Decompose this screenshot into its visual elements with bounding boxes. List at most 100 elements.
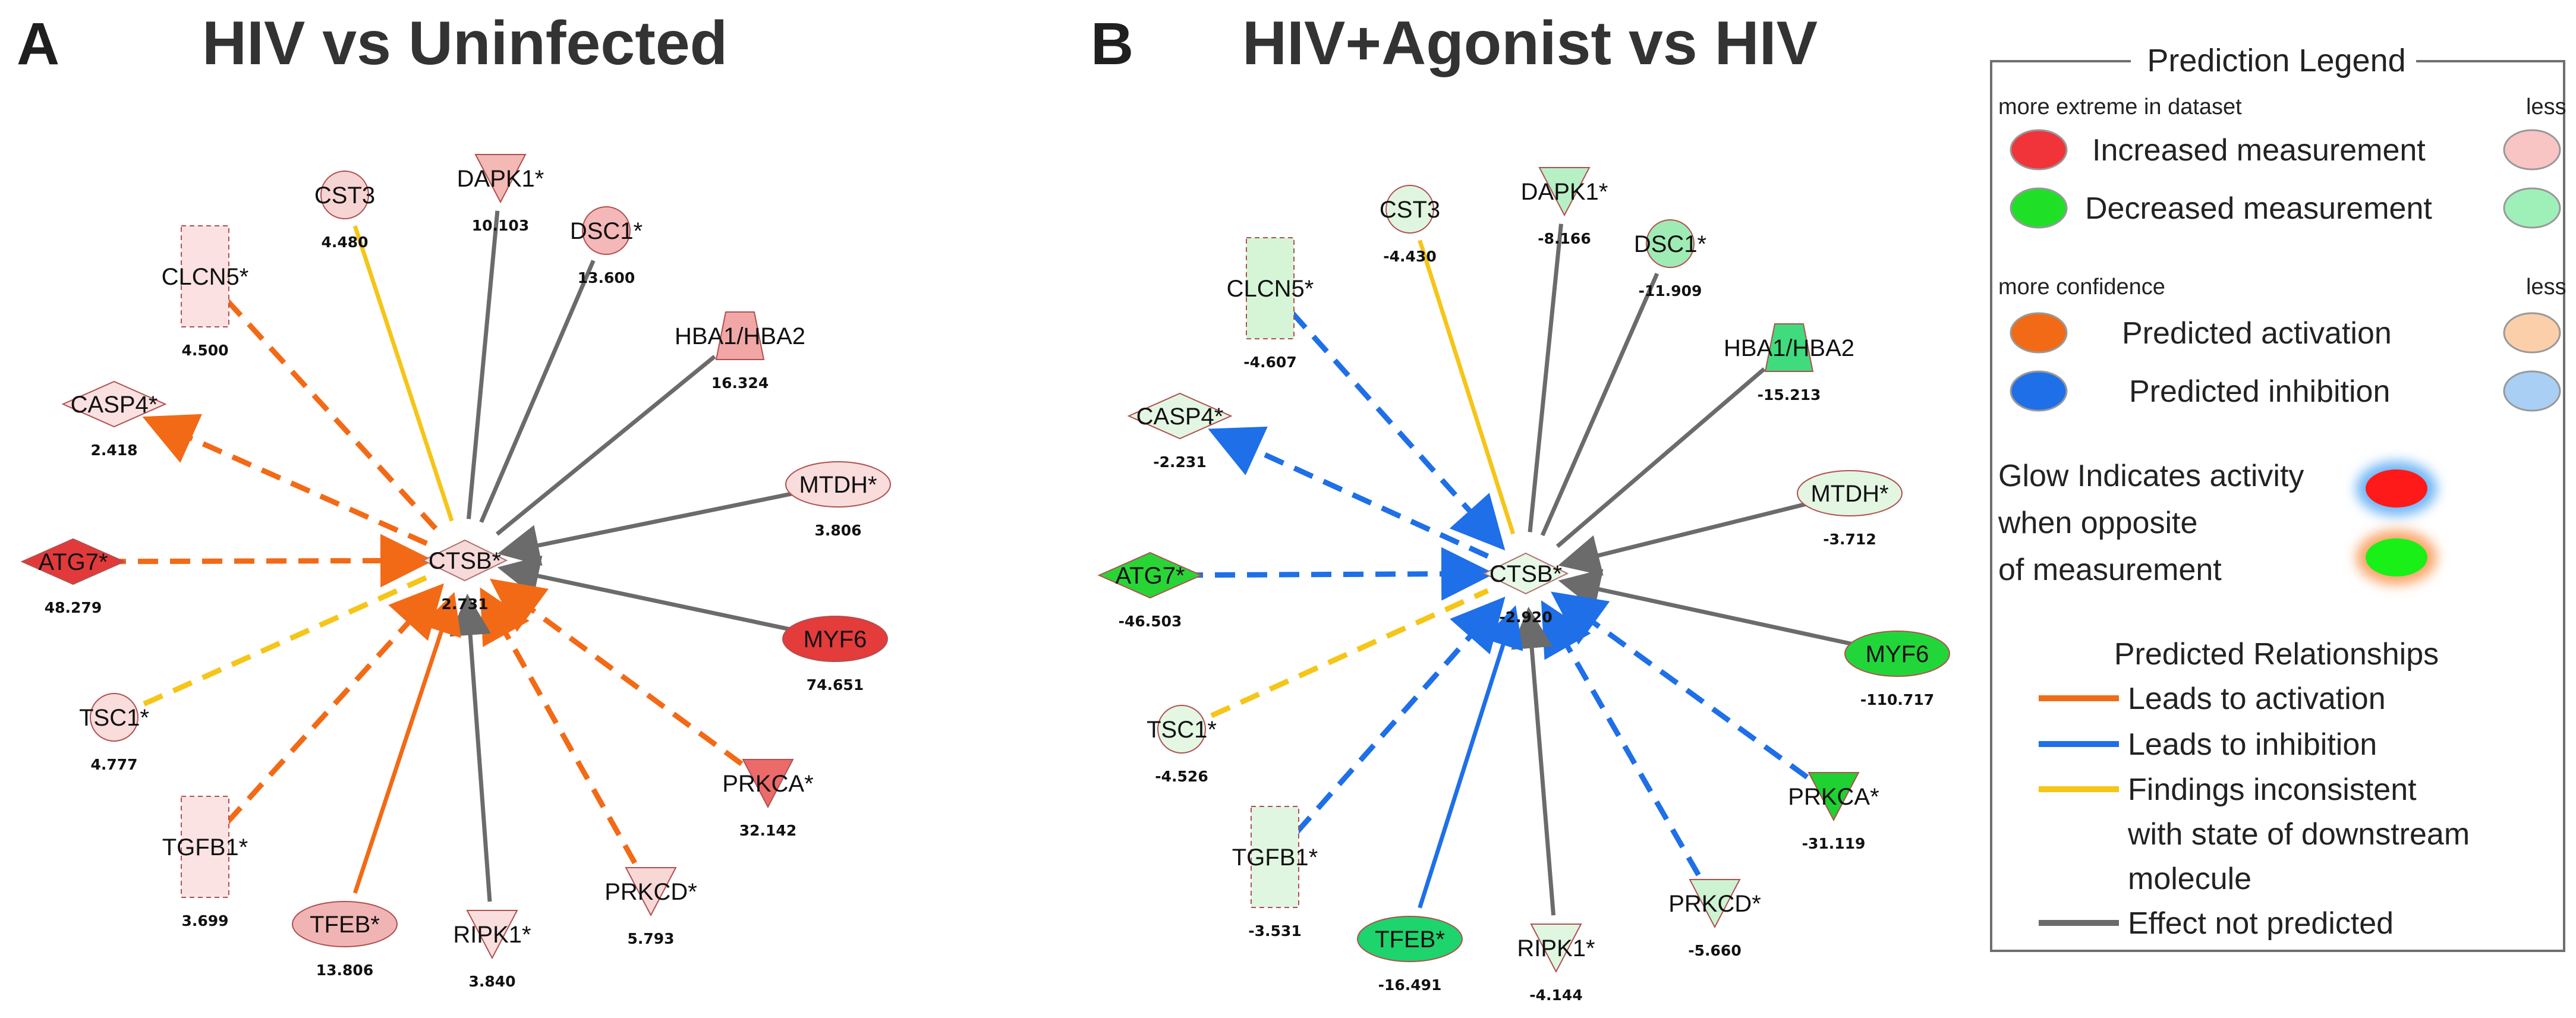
node-dapk1: DAPK1*10.103 <box>457 154 544 234</box>
node-center-label: CTSB* <box>1489 561 1562 587</box>
edge-tfeb <box>1418 605 1523 909</box>
legend-title: Prediction Legend <box>2147 43 2405 78</box>
node-label-atg7: ATG7* <box>38 549 108 575</box>
node-label-tfeb: TFEB* <box>310 912 380 938</box>
node-shape-tgfb1 <box>1251 806 1299 908</box>
node-label-tfeb: TFEB* <box>1375 926 1445 953</box>
node-label-tsc1: TSC1* <box>1147 717 1217 743</box>
legend-rel-inconsistent-1: Findings inconsistent <box>2128 773 2417 807</box>
legend-rel-activation: Leads to activation <box>2128 682 2386 716</box>
node-mtdh: MTDH*3.806 <box>785 461 891 539</box>
node-shape-casp4 <box>1127 392 1233 440</box>
node-shape-dapk1 <box>1538 167 1591 217</box>
node-center-ctsb: CTSB*2.731 <box>421 539 508 613</box>
legend-more-confidence: more confidence <box>1998 275 2165 300</box>
node-value-mtdh: -3.712 <box>1823 531 1876 548</box>
legend-decreased-strong-swatch <box>2010 187 2068 229</box>
node-label-casp4: CASP4* <box>71 392 158 418</box>
node-value-casp4: -2.231 <box>1153 453 1206 471</box>
node-shape-clcn5 <box>1246 237 1295 339</box>
edge-ripk1 <box>1511 606 1556 916</box>
node-label-clcn5: CLCN5* <box>1227 276 1314 302</box>
node-shape-myf6 <box>782 616 888 662</box>
node-value-dapk1: -8.166 <box>1538 230 1591 247</box>
node-shape-hba <box>715 311 765 360</box>
legend-relationships-title: Predicted Relationships <box>2114 637 2439 672</box>
legend-glow-green-swatch <box>2366 538 2427 576</box>
node-tgfb1: TGFB1*-3.531 <box>1232 806 1318 940</box>
node-label-tgfb1: TGFB1* <box>162 834 248 861</box>
panel-b-title: HIV+Agonist vs HIV <box>1242 9 1818 78</box>
node-dapk1: DAPK1*-8.166 <box>1521 167 1608 247</box>
edge-prkca <box>1551 591 1809 780</box>
edge-dapk1 <box>467 210 500 519</box>
node-shape-dsc1 <box>582 206 631 255</box>
node-label-mtdh: MTDH* <box>1810 481 1888 507</box>
edge-cst3 <box>352 225 454 522</box>
node-shape-prkca <box>742 759 794 809</box>
node-label-casp4: CASP4* <box>1136 404 1224 430</box>
node-label-prkca: PRKCA* <box>1788 784 1879 810</box>
edge-clcn5 <box>225 298 439 532</box>
node-label-cst3: CST3 <box>314 182 375 209</box>
edge-clcn5 <box>1290 310 1506 551</box>
node-shape-tfeb <box>1357 916 1463 962</box>
legend-less-2: less <box>2526 275 2566 300</box>
node-label-prkcd: PRKCD* <box>1668 891 1761 917</box>
legend-inhibition-label: Predicted inhibition <box>2129 374 2390 409</box>
node-value-myf6: -110.717 <box>1860 691 1934 708</box>
legend-decreased-label: Decreased measurement <box>2085 191 2432 226</box>
node-clcn5: CLCN5* 4.500 <box>162 225 249 359</box>
edge-atg7 <box>105 534 434 588</box>
node-value-tsc1: -4.526 <box>1155 768 1208 785</box>
node-shape-cst3 <box>320 171 369 219</box>
node-label-clcn5: CLCN5* <box>162 264 249 290</box>
node-value-dapk1: 10.103 <box>472 217 529 234</box>
node-shape-prkcd <box>1689 879 1741 929</box>
node-tsc1: TSC1* -4.526 <box>1147 705 1217 785</box>
edge-dapk1 <box>1528 223 1563 532</box>
legend-rel-inhibition: Leads to inhibition <box>2128 727 2377 762</box>
legend-decreased-light-swatch <box>2503 187 2561 229</box>
node-value-dsc1: 13.600 <box>578 269 635 286</box>
node-value-ripk1: 3.840 <box>468 973 515 990</box>
node-casp4: CASP4* -2.231 <box>1127 392 1233 471</box>
node-label-prkcd: PRKCD* <box>604 879 697 905</box>
node-value-clcn5: 4.500 <box>181 342 228 359</box>
node-label-dsc1: DSC1* <box>1634 231 1706 257</box>
node-prkcd: PRKCD*-5.660 <box>1668 879 1761 959</box>
legend-activation-label: Predicted activation <box>2122 316 2392 351</box>
node-shape-tsc1 <box>90 693 138 742</box>
panel-a-title: HIV vs Uninfected <box>202 9 728 78</box>
legend-increased-light-swatch <box>2503 129 2561 171</box>
node-atg7: ATG7*48.279 <box>20 538 126 616</box>
legend-glow-line1: Glow Indicates activity <box>1998 459 2304 493</box>
node-shape-myf6 <box>1844 631 1950 677</box>
legend-activation-light-swatch <box>2503 312 2561 354</box>
node-cst3: CST3-4.430 <box>1380 185 1440 265</box>
node-shape-tsc1 <box>1157 705 1206 754</box>
node-value-clcn5: -4.607 <box>1243 354 1296 371</box>
node-value-tgfb1: -3.531 <box>1248 922 1301 940</box>
node-prkca: PRKCA*32.142 <box>722 759 814 839</box>
edge-prkcd <box>1541 600 1701 877</box>
node-value-hba: -15.213 <box>1758 386 1821 404</box>
edge-prkca <box>489 578 744 767</box>
node-center-value: -2.920 <box>1499 609 1552 626</box>
node-myf6: MYF6-110.717 <box>1844 631 1950 708</box>
node-shape-ripk1 <box>1530 924 1582 973</box>
legend-glow-line3: of measurement <box>1998 553 2222 587</box>
edges <box>1182 223 1866 916</box>
edge-prkcd <box>480 587 637 865</box>
node-shape-tgfb1 <box>181 796 229 898</box>
legend-more-extreme: more extreme in dataset <box>1998 94 2242 119</box>
node-shape-prkca <box>1807 772 1860 822</box>
node-label-dsc1: DSC1* <box>570 218 643 244</box>
node-shape-hba <box>1764 323 1814 372</box>
node-shape-dapk1 <box>474 154 527 204</box>
node-value-atg7: -46.503 <box>1119 613 1182 630</box>
edge-casp4 <box>142 414 428 546</box>
legend-glow-line2: when opposite <box>1998 506 2197 540</box>
